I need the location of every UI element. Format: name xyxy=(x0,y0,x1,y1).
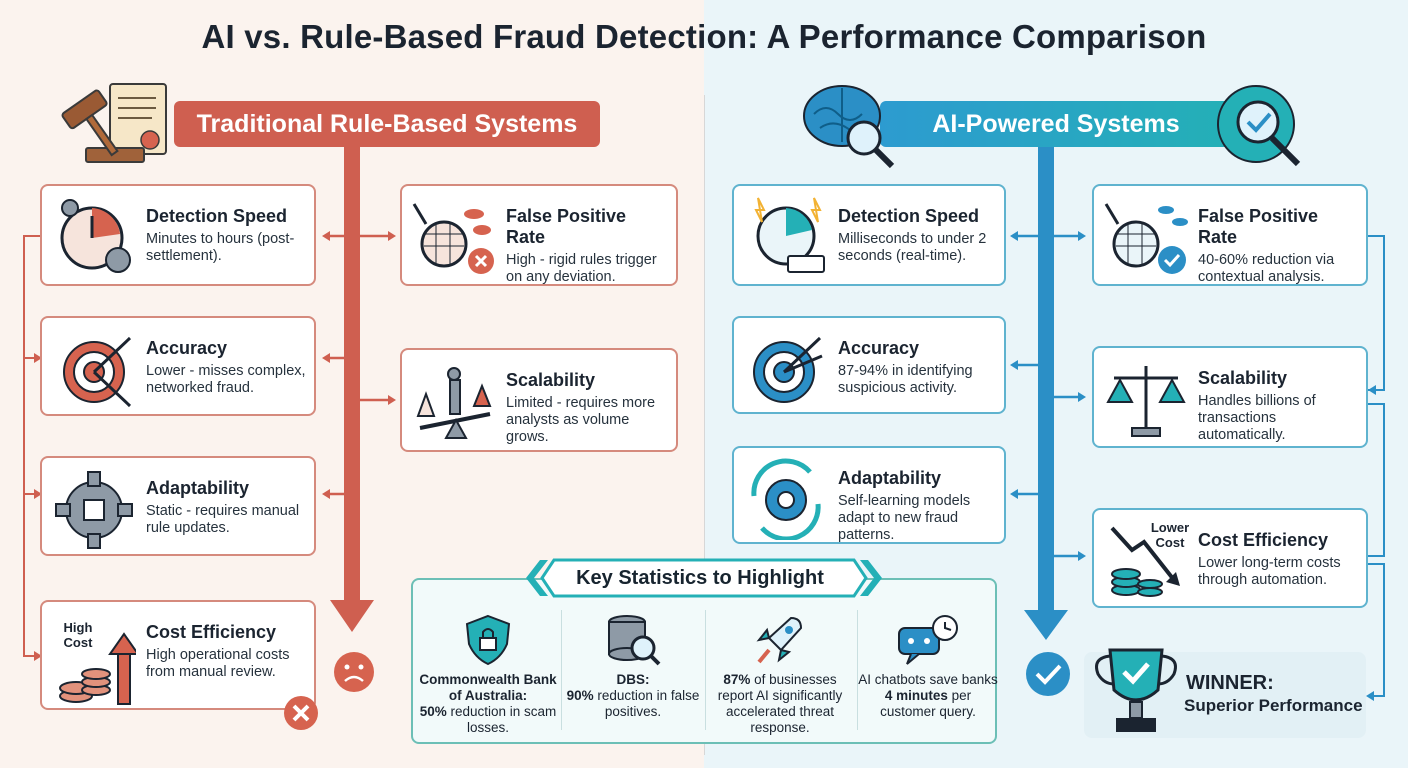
card-title: Detection Speed xyxy=(146,206,288,226)
stats-divider xyxy=(705,610,706,730)
stat-label: Commonwealth Bank of Australia: xyxy=(419,672,557,703)
stat-dbs: DBS: 90% reduction in false positives. xyxy=(563,614,703,720)
chatbot-clock-icon xyxy=(898,615,958,665)
stat-value: 50% xyxy=(419,704,447,719)
ai-accuracy-card: Accuracy 87-94% in identifying suspicious… xyxy=(732,316,1006,414)
card-text: Self-learning models adapt to new fraud … xyxy=(838,493,971,543)
stat-text: reduction in scam losses. xyxy=(446,704,557,735)
stat-commonwealth: Commonwealth Bank of Australia: 50% redu… xyxy=(418,614,558,736)
card-title: Accuracy xyxy=(838,338,920,358)
check-circle-icon xyxy=(1026,652,1070,696)
card-text: High operational costs from manual revie… xyxy=(146,647,290,680)
brain-magnifier-icon xyxy=(803,85,895,169)
trophy-icon xyxy=(1095,648,1177,732)
winner-subtitle: Superior Performance xyxy=(1184,696,1363,715)
fishing-net-icon xyxy=(1104,203,1188,268)
stat-value: 4 minutes xyxy=(884,688,948,703)
stopwatch-gear-icon xyxy=(60,199,131,273)
key-statistics-panel xyxy=(411,578,997,744)
stats-divider xyxy=(857,610,858,730)
sad-face-icon xyxy=(334,652,374,692)
card-title: Detection Speed xyxy=(838,206,980,226)
card-title: False Positive Rate xyxy=(1198,206,1319,247)
fishing-net-icon xyxy=(412,203,491,268)
gear-cycle-icon xyxy=(751,458,821,540)
card-title: Adaptability xyxy=(838,468,942,488)
stats-divider xyxy=(561,610,562,730)
balance-person-icon xyxy=(416,367,492,439)
rule-based-banner: Traditional Rule-Based Systems xyxy=(174,101,600,147)
check-circle-icon xyxy=(1158,246,1186,274)
stat-text: reduction in false positives. xyxy=(593,688,700,719)
gear-icon xyxy=(55,471,133,549)
winner-label: WINNER: xyxy=(1186,672,1274,694)
card-title: Adaptability xyxy=(146,478,250,498)
card-title: Accuracy xyxy=(146,338,228,358)
stat-chatbots: AI chatbots save banks 4 minutes per cus… xyxy=(858,614,998,720)
ai-false-positive-card: False Positive Rate 40-60% reduction via … xyxy=(1092,184,1368,286)
rocket-icon xyxy=(756,616,803,664)
stat-text-pre: AI chatbots save banks xyxy=(858,672,998,687)
stat-text: of businesses report AI significantly ac… xyxy=(717,672,843,735)
stat-text: per customer query. xyxy=(880,688,976,719)
card-text: High - rigid rules trigger on any deviat… xyxy=(506,252,657,285)
high-cost-label: High Cost xyxy=(63,620,93,650)
card-title: False Positive Rate xyxy=(506,206,627,247)
lower-cost-label: Lower Cost xyxy=(1150,520,1190,550)
card-title: Scalability xyxy=(1198,368,1288,388)
card-text: Handles billions of transactions automat… xyxy=(1198,393,1316,443)
card-title: Cost Efficiency xyxy=(146,622,277,642)
ai-banner: AI-Powered Systems xyxy=(880,101,1232,147)
card-text: Lower long-term costs through automation… xyxy=(1198,555,1341,588)
coins-down-arrow-icon xyxy=(1110,526,1180,597)
target-arrows-icon xyxy=(753,336,823,403)
center-divider xyxy=(704,95,705,755)
card-text: 87-94% in identifying suspicious activit… xyxy=(838,363,973,396)
database-search-icon xyxy=(608,615,661,666)
scales-icon xyxy=(1106,366,1186,437)
gavel-document-icon xyxy=(61,83,167,163)
shield-lock-icon xyxy=(465,614,511,666)
page-title: AI vs. Rule-Based Fraud Detection: A Per… xyxy=(201,18,1207,55)
card-title: Cost Efficiency xyxy=(1198,530,1329,550)
stats-title-ribbon xyxy=(526,558,882,598)
stat-label: DBS: xyxy=(616,672,650,687)
card-text: 40-60% reduction via contextual analysis… xyxy=(1198,252,1335,285)
target-arrows-icon xyxy=(63,336,132,408)
card-title: Scalability xyxy=(506,370,596,390)
stopwatch-digital-icon xyxy=(754,197,825,273)
coins-up-arrow-icon xyxy=(59,632,136,705)
card-text: Limited - requires more analysts as volu… xyxy=(506,395,656,445)
card-text: Lower - misses complex, networked fraud. xyxy=(146,363,306,396)
card-text: Minutes to hours (post-settlement). xyxy=(146,231,295,264)
stat-value: 90% xyxy=(566,688,594,703)
card-text: Milliseconds to under 2 seconds (real-ti… xyxy=(838,231,987,264)
head-check-icon xyxy=(1217,85,1301,167)
card-text: Static - requires manual rule updates. xyxy=(146,503,300,536)
x-circle-icon xyxy=(284,696,318,730)
stats-title: Key Statistics to Highlight xyxy=(576,566,824,589)
stat-value: 87% xyxy=(723,672,751,687)
stat-businesses: 87% of businesses report AI significantl… xyxy=(710,614,850,736)
x-circle-icon xyxy=(468,248,494,274)
